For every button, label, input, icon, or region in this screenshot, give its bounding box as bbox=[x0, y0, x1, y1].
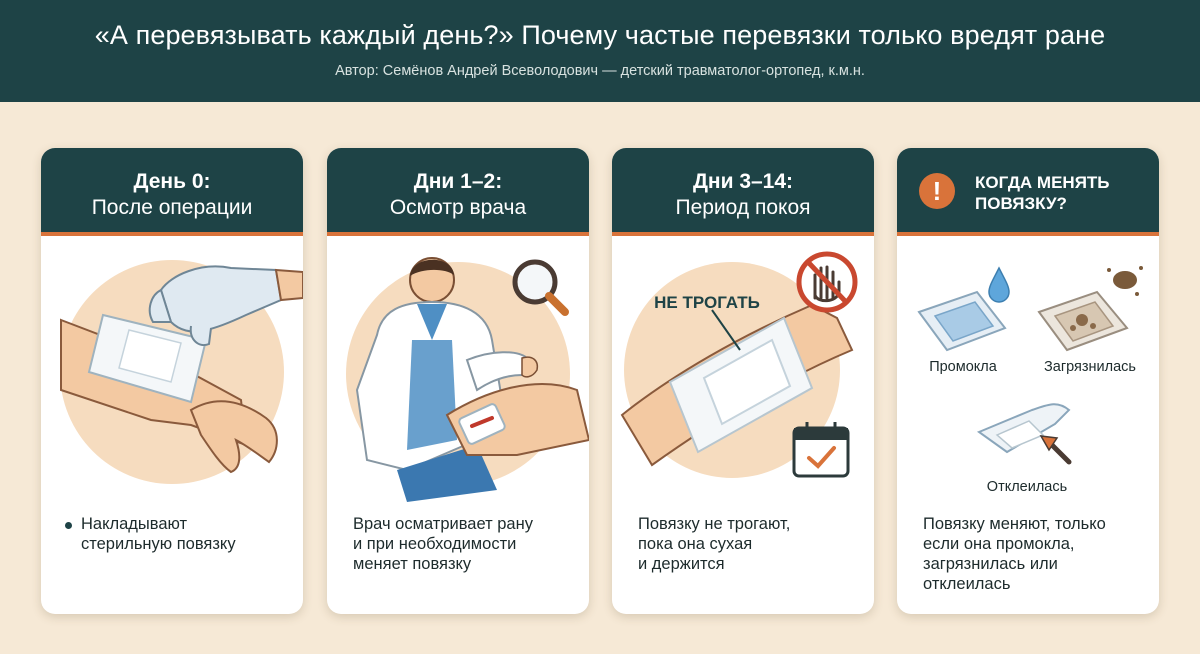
page-title: «А перевязывать каждый день?» Почему час… bbox=[94, 20, 1106, 50]
card-header: День 0: После операции bbox=[41, 148, 303, 236]
card-days-1-2: Дни 1–2: Осмотр врача Врач осматривает bbox=[327, 148, 589, 614]
plaster-pad bbox=[702, 338, 792, 426]
arrow-icon bbox=[1039, 435, 1072, 465]
author-line: Автор: Семёнов Андрей Всеволодович — дет… bbox=[335, 63, 865, 79]
card-when-to-change: ! КОГДА МЕНЯТЬ ПОВЯЗКУ? bbox=[897, 148, 1159, 614]
warning-icon: ! bbox=[919, 173, 955, 209]
card-header: Дни 3–14: Период покоя bbox=[612, 148, 874, 236]
card-header: Дни 1–2: Осмотр врача bbox=[327, 148, 589, 236]
bandaging-illustration bbox=[60, 260, 303, 484]
card-title-stage: Осмотр врача bbox=[389, 196, 527, 219]
bandage-pad bbox=[118, 329, 182, 383]
card-description: Повязку не трогают, пока она сухая и дер… bbox=[638, 515, 791, 573]
label-peeled: Отклеилась bbox=[986, 479, 1068, 495]
change-reasons-illustration bbox=[917, 266, 1143, 465]
card-warning-title: КОГДА МЕНЯТЬ ПОВЯЗКУ? bbox=[975, 173, 1110, 213]
page-header: «А перевязывать каждый день?» Почему час… bbox=[0, 0, 1200, 102]
card-title-stage: После операции bbox=[91, 196, 253, 219]
wound-dressing bbox=[458, 403, 506, 445]
card-title-stage: Период покоя bbox=[675, 196, 811, 219]
card-title-day: Дни 1–2: bbox=[413, 170, 503, 193]
dirty-dressing-icon bbox=[1037, 290, 1129, 352]
dirt-icon bbox=[1107, 266, 1143, 296]
resting-arm-illustration: НЕ ТРОГАТЬ bbox=[620, 251, 858, 478]
card-day-0: День 0: После операции Накладывают стери… bbox=[41, 148, 303, 614]
soaked-dressing-icon bbox=[917, 290, 1007, 352]
card-header: ! КОГДА МЕНЯТЬ ПОВЯЗКУ? bbox=[897, 148, 1159, 236]
card-description: Повязку меняют, только если она промокла… bbox=[923, 515, 1106, 593]
calendar-check-icon bbox=[792, 422, 850, 478]
card-description: Накладывают стерильную повязку bbox=[81, 515, 236, 553]
peeled-dressing-icon bbox=[976, 403, 1071, 454]
card-title-day: Дни 3–14: bbox=[692, 170, 794, 193]
doctor-illustration bbox=[346, 257, 589, 502]
label-dirty: Загрязнилась bbox=[1044, 359, 1136, 375]
do-not-touch-label: НЕ ТРОГАТЬ bbox=[654, 293, 760, 312]
bullet-dot bbox=[65, 522, 72, 529]
label-line bbox=[711, 309, 741, 351]
card-title-day: День 0: bbox=[133, 170, 211, 193]
card-description: Врач осматривает рану и при необходимост… bbox=[353, 515, 533, 573]
card-days-3-14: Дни 3–14: Период покоя НЕ ТРОГАТЬ Повязк… bbox=[612, 148, 874, 614]
no-touch-icon bbox=[796, 251, 858, 313]
label-soaked: Промокла bbox=[929, 359, 997, 375]
magnifier-icon bbox=[512, 259, 569, 316]
glove-hand-icon bbox=[148, 265, 303, 346]
water-drop-icon bbox=[988, 266, 1010, 303]
hand bbox=[189, 400, 278, 474]
